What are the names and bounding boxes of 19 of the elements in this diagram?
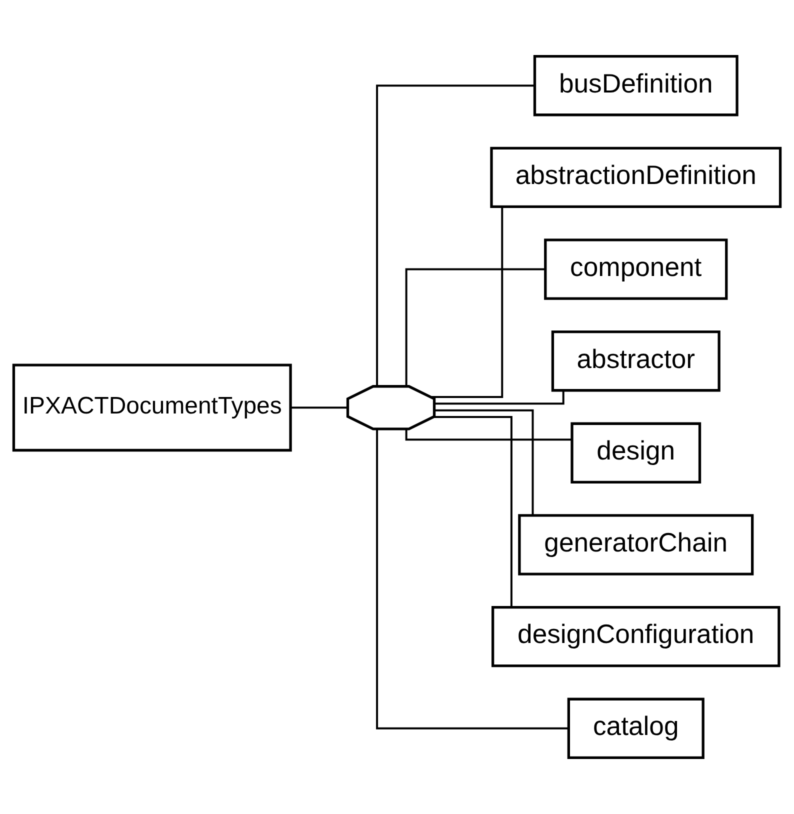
node-box: designConfiguration	[492, 606, 780, 668]
connector	[434, 390, 564, 405]
node-box: abstractor	[551, 330, 720, 392]
connector	[405, 268, 546, 386]
connector	[376, 429, 569, 730]
connector	[434, 409, 534, 515]
node-octagon	[346, 385, 436, 430]
node-box: component	[544, 238, 728, 300]
node-box: catalog	[567, 698, 704, 759]
node-box: abstractionDefinition	[490, 146, 782, 208]
node-box: generatorChain	[518, 514, 754, 576]
node-box: IPXACTDocumentTypes	[12, 364, 292, 452]
connector	[290, 406, 348, 409]
connector	[431, 207, 504, 398]
node-box: design	[570, 422, 702, 484]
connector	[433, 416, 512, 607]
node-box: busDefinition	[533, 55, 738, 116]
connector	[405, 429, 572, 441]
connector	[376, 84, 535, 386]
